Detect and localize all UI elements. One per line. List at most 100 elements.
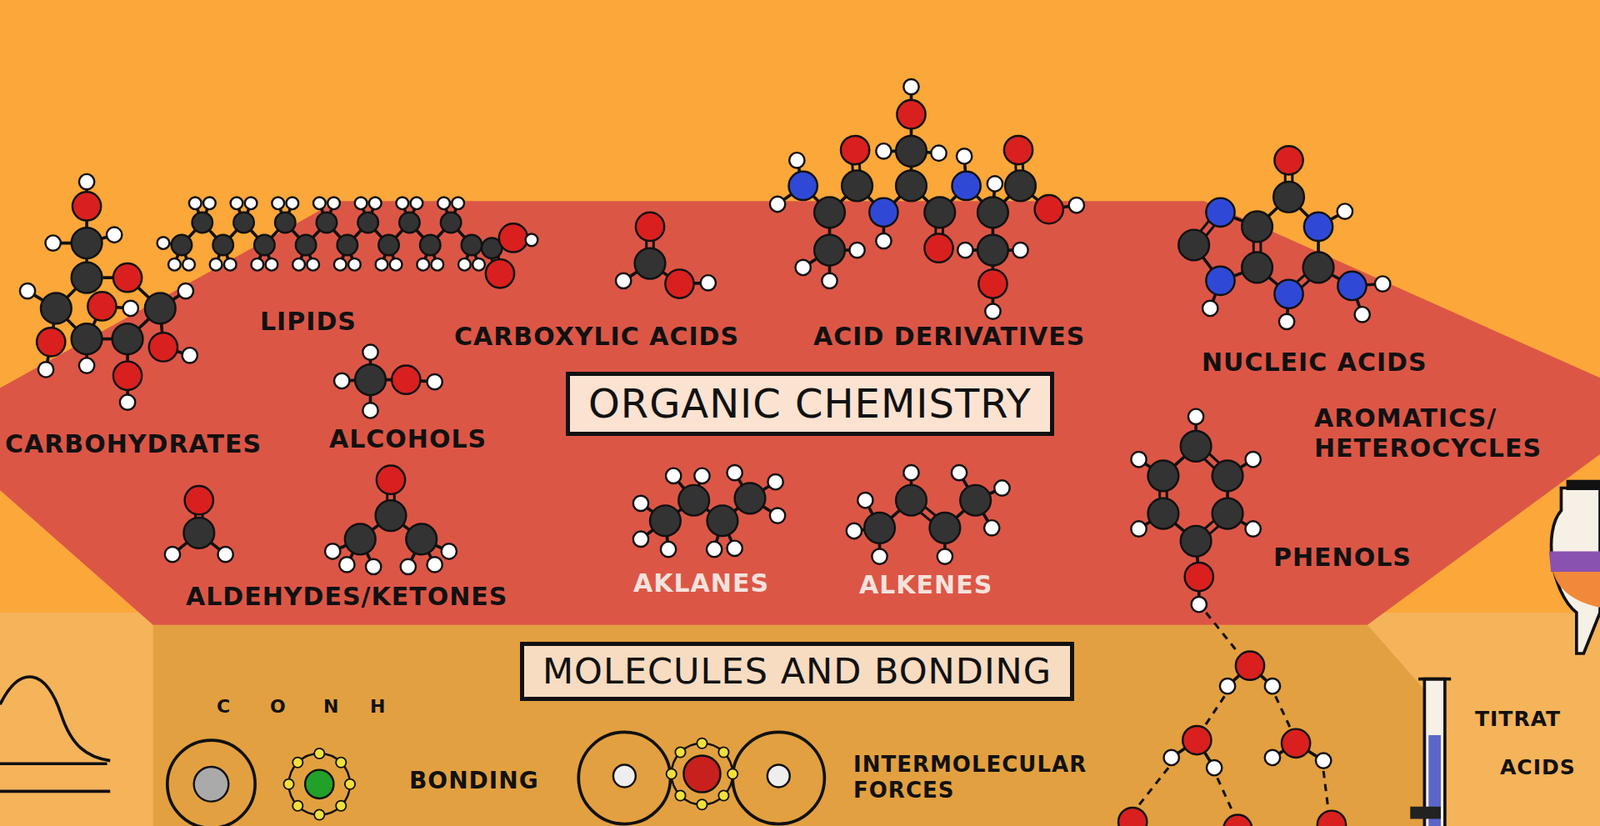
lower-ground [0,612,1600,826]
atom [1274,145,1303,175]
atom [1185,562,1214,591]
atom [1182,725,1211,755]
atom [362,344,378,360]
atom [846,523,862,539]
atom [345,523,376,555]
atom [365,559,381,575]
topic-label: TITRAT [1475,706,1561,732]
atom [426,556,442,572]
atom [1180,430,1212,462]
atom [978,269,1007,298]
atom [38,361,54,377]
atom [735,482,766,514]
atom [770,196,785,212]
electron [718,790,729,800]
atom [650,505,681,536]
atom [1005,170,1036,202]
atom [1304,212,1333,241]
atom [957,242,973,258]
bell-curve [0,676,110,791]
atom [706,541,722,557]
atom [1148,498,1180,530]
atom [391,365,420,395]
atom [189,196,202,210]
atom [165,546,180,562]
electron [314,748,325,759]
atom [635,248,666,280]
atom [79,174,95,190]
atom [1118,807,1147,826]
atom [183,517,215,549]
atom [930,145,946,161]
atom [390,258,403,271]
atom [499,223,528,252]
atom [375,258,389,271]
electron [675,746,685,757]
atom [1205,266,1235,295]
atom [420,235,440,255]
atom [875,233,891,249]
atom [313,196,326,210]
atom [1241,252,1273,284]
atom [984,520,1000,535]
atom [1178,230,1210,261]
electron [696,738,707,749]
atom [437,196,450,210]
atom [250,258,264,271]
organic-hexagon [0,200,1600,625]
atom [1375,275,1390,291]
atom [615,273,631,289]
atom [112,323,144,355]
atom [292,258,305,271]
atom [1337,203,1353,219]
atom [334,373,350,389]
atom [1223,815,1252,826]
atom [814,196,845,228]
bonding-icons [167,740,355,826]
atom [285,196,299,210]
electron [314,809,325,820]
atom [871,548,887,564]
topic-label: CARBOHYDRATES [5,429,262,460]
atom [985,303,1000,319]
atom [265,258,279,271]
electron [727,768,738,779]
atom [1164,750,1180,765]
atom [168,258,181,271]
atom [635,212,665,241]
atom [461,235,482,255]
hydrogen-bonds [1137,612,1329,812]
atom [665,269,694,298]
atom [123,300,139,316]
atom [210,258,223,271]
atom [230,196,244,210]
atom [339,556,355,572]
atom [937,548,953,564]
atom [203,196,216,210]
atom [376,465,405,495]
topic-label: PHENOLS [1273,542,1412,573]
title-box: ORGANIC CHEMISTRY [565,371,1055,436]
atom [254,235,275,255]
atom [1337,271,1366,300]
atom [1130,520,1146,536]
atom [770,507,785,523]
atom [72,191,101,220]
electron [345,779,355,790]
topic-label: ACID DERIVATIVES [813,321,1085,352]
atom [1317,810,1346,826]
atom [458,258,471,271]
atom [357,212,378,233]
atom [821,273,837,289]
atom [451,196,465,210]
atom-letter: H [370,695,386,718]
electron [283,779,294,790]
topic-label: INTERMOLECULAR FORCES [853,751,1087,804]
atom [306,258,320,271]
atom [1220,678,1235,694]
atom [355,196,368,210]
atom [1265,750,1280,765]
atom [369,196,382,210]
atom [40,293,72,325]
electron [292,757,303,768]
